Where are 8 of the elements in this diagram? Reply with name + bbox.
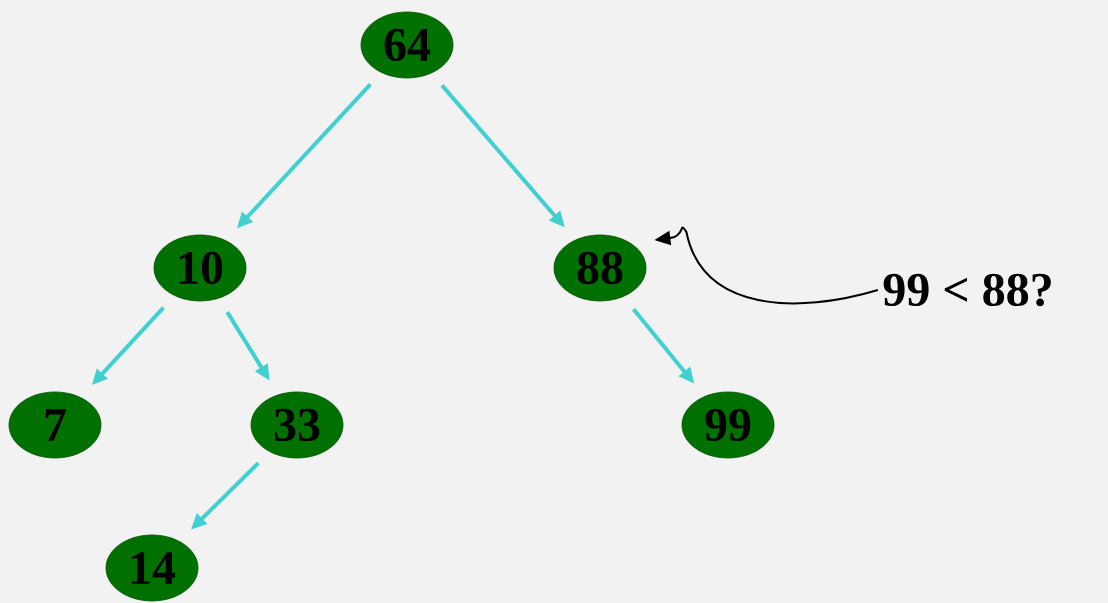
tree-node: 88 — [553, 234, 647, 302]
question-text: 99 < 88? — [883, 273, 1051, 307]
tree-node: 64 — [360, 11, 454, 79]
tree-node: 10 — [153, 234, 247, 302]
tree-node: 99 — [681, 391, 775, 459]
tree-node: 14 — [105, 534, 199, 602]
tree-node: 33 — [250, 391, 344, 459]
tree-node: 7 — [8, 391, 102, 459]
